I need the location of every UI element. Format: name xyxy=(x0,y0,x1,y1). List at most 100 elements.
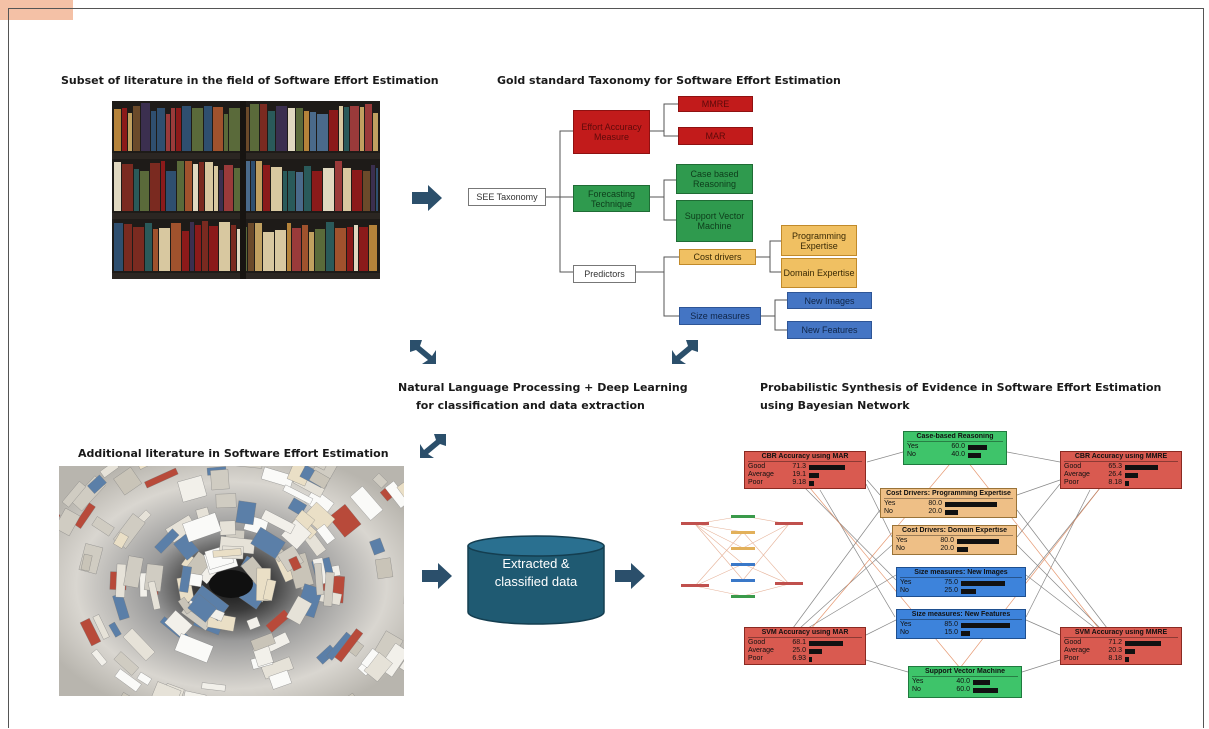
book-spine xyxy=(214,166,218,211)
taxonomy-programming-box: Programming Expertise xyxy=(781,225,857,256)
book-spine xyxy=(296,108,303,151)
book-spine xyxy=(171,108,175,151)
bn-probability-bar xyxy=(1125,472,1138,478)
book-spine xyxy=(205,162,213,211)
book-spine xyxy=(335,228,346,271)
book-spine xyxy=(231,225,236,271)
bn-probability-bar xyxy=(957,546,968,552)
book-spine xyxy=(288,108,295,151)
book-spine xyxy=(192,108,203,151)
taxonomy-mmre-box: MMRE xyxy=(678,96,753,112)
book-spine xyxy=(310,112,316,151)
paper-sheet xyxy=(173,533,200,561)
bn-state-label: Poor xyxy=(748,655,763,662)
paper-sheet xyxy=(114,668,142,693)
paper-sheet xyxy=(133,466,151,470)
paper-sheet xyxy=(268,669,292,690)
paper-sheet xyxy=(235,466,264,469)
paper-sheet xyxy=(122,628,156,661)
paper-sheet xyxy=(61,481,86,508)
book-spine xyxy=(360,107,364,151)
down-left-arrow-icon-2 xyxy=(420,434,446,458)
book-spine xyxy=(124,224,132,271)
book-spine xyxy=(275,230,286,271)
book-spine xyxy=(161,161,165,211)
bookshelf-image xyxy=(112,101,380,279)
bn-state-label: Poor xyxy=(1064,479,1079,486)
database-label-line2: classified data xyxy=(494,574,578,589)
bn-probability-bar xyxy=(809,640,843,646)
bn-node-title: Case-based Reasoning xyxy=(907,433,1003,442)
figure-frame xyxy=(8,8,1204,728)
taxonomy-new-images-box: New Images xyxy=(787,292,872,309)
book-spine xyxy=(335,161,342,211)
book-spine xyxy=(190,222,194,271)
bn-probability-bar xyxy=(1125,656,1129,662)
paper-sheet xyxy=(164,610,193,639)
bn-state-value: 65.3 xyxy=(1108,463,1122,470)
paper-sheet xyxy=(308,469,331,490)
paper-sheet xyxy=(87,474,107,494)
paper-sheet xyxy=(144,467,179,489)
bn-state-value: 68.1 xyxy=(792,639,806,646)
bn-probability-bar xyxy=(809,480,814,486)
book-spine xyxy=(209,226,218,271)
bn-state-value: 20.0 xyxy=(928,508,942,515)
bn-probability-bar xyxy=(945,501,997,507)
book-spine xyxy=(363,171,370,211)
paper-sheet xyxy=(396,476,404,509)
paper-sheet xyxy=(210,469,230,491)
book-spine xyxy=(250,104,259,151)
paper-sheet xyxy=(349,485,384,521)
bn-state-value: 25.0 xyxy=(944,587,958,594)
bn-probability-bar xyxy=(1125,464,1158,470)
bn-probability-bar xyxy=(961,588,976,594)
bn-state-label: No xyxy=(907,451,916,458)
book-spine xyxy=(312,171,322,211)
bn-node-title: SVM Accuracy using MAR xyxy=(748,629,862,638)
bn-state-label: No xyxy=(900,587,909,594)
paper-sheet xyxy=(260,509,296,535)
bn-node-title: SVM Accuracy using MMRE xyxy=(1064,629,1178,638)
heading-subset-literature: Subset of literature in the field of Sof… xyxy=(61,74,439,87)
right-arrow-icon-3 xyxy=(615,563,645,589)
bn-state-value: 71.3 xyxy=(792,463,806,470)
paper-sheet xyxy=(309,466,331,471)
bn-state-label: Average xyxy=(1064,471,1090,478)
book-spine xyxy=(304,111,309,151)
bn-node-title: Cost Drivers: Domain Expertise xyxy=(896,527,1013,536)
bn-state-label: Poor xyxy=(748,479,763,486)
bn-state-row: No 25.0 xyxy=(900,587,1022,595)
taxonomy-size-measures-box: Size measures xyxy=(679,307,761,325)
heading-additional-literature: Additional literature in Software Effort… xyxy=(78,447,389,460)
book-spine xyxy=(182,106,191,151)
paper-sheet xyxy=(59,507,81,537)
taxonomy-predictors-box: Predictors xyxy=(573,265,636,283)
database-label-line1: Extracted & xyxy=(502,556,570,571)
taxonomy-new-features-box: New Features xyxy=(787,321,872,339)
taxonomy-forecasting-box: Forecasting Technique xyxy=(573,185,650,212)
book-spine xyxy=(376,168,378,211)
book-spine xyxy=(185,161,192,211)
book-spine xyxy=(260,104,267,151)
bn-state-label: No xyxy=(884,508,893,515)
book-spine xyxy=(171,223,181,271)
bn-node-title: CBR Accuracy using MAR xyxy=(748,453,862,462)
paper-sheet xyxy=(201,682,226,692)
taxonomy-mar-box: MAR xyxy=(678,127,753,145)
